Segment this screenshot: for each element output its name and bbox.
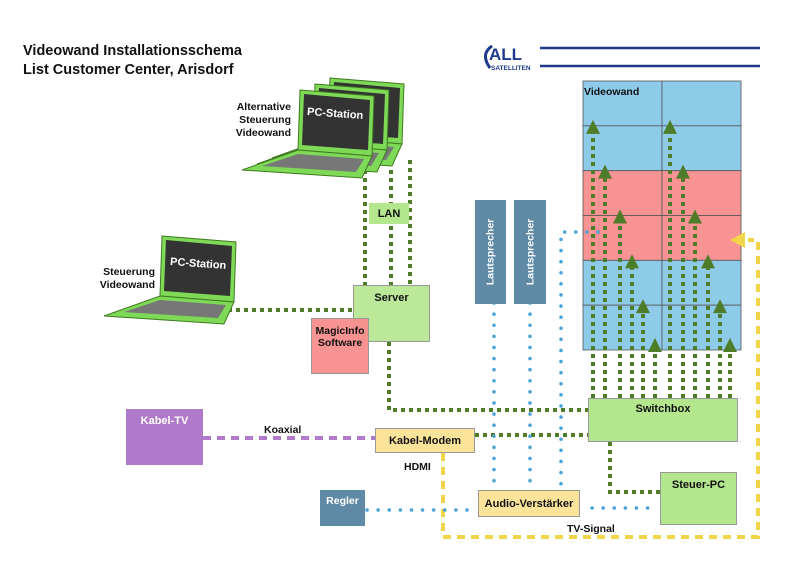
regler-box[interactable]: Regler [320, 490, 365, 526]
server-switchbox-line [387, 342, 588, 412]
wall-arrow-icon [636, 299, 650, 314]
switchbox-text: Switchbox [635, 403, 691, 415]
wall-arrow-icon [688, 209, 702, 224]
laptop-main[interactable] [103, 235, 237, 325]
steuerung-label: Steuerung Videowand [99, 266, 155, 291]
videowall-label: Videowand [584, 86, 640, 98]
videowall-grid [582, 80, 742, 351]
wall-arrow-icon [723, 338, 737, 352]
wall-arrow-icon [676, 164, 690, 179]
kabel-tv-box[interactable]: Kabel-TV [126, 409, 203, 465]
title-line-2: List Customer Center, Arisdorf [23, 62, 234, 78]
regler-text: Regler [326, 495, 359, 507]
hdmi-label: HDMI [404, 461, 431, 473]
speaker-1[interactable]: Lautsprecher [475, 200, 506, 304]
all-satelliten-logo: ALL SATELLITEN [478, 40, 760, 72]
kabel-modem-text: Kabel-Modem [388, 434, 462, 447]
videowall-tile [661, 170, 742, 216]
lan-text: LAN [377, 207, 401, 220]
videowall-tile [661, 215, 742, 261]
videowall-tile [582, 259, 663, 306]
audio-in-line [559, 230, 600, 502]
koaxial-label: Koaxial [264, 424, 302, 436]
speaker-2-text: Lautsprecher [524, 218, 536, 286]
speaker-1-text: Lautsprecher [484, 218, 497, 286]
laptop-alt-1[interactable] [241, 89, 375, 179]
speaker-2[interactable]: Lautsprecher [514, 200, 546, 304]
switchbox[interactable]: Switchbox [588, 398, 738, 442]
server-text: Server [374, 292, 409, 304]
magicinfo-text: MagicInfo Software [315, 325, 365, 349]
steuer-pc-box[interactable]: Steuer-PC [660, 472, 737, 525]
wall-arrow-icon [586, 119, 600, 134]
wall-arrow-icon [648, 338, 662, 352]
wall-arrow-icon [701, 254, 715, 269]
tv-signal-arrow [730, 232, 745, 248]
audio-verstaerker-text: Audio-Verstärker [484, 497, 574, 510]
svg-text:SATELLITEN: SATELLITEN [491, 65, 531, 72]
videowall-tile [582, 304, 663, 351]
videowall-tile [582, 170, 663, 216]
videowall-tile [582, 125, 663, 172]
lan-label: LAN [369, 203, 409, 224]
wall-arrow-icon [598, 164, 612, 179]
svg-text:ALL: ALL [489, 45, 522, 64]
kabel-modem-box[interactable]: Kabel-Modem [375, 428, 475, 453]
steuer-pc-text: Steuer-PC [671, 479, 726, 491]
videowall-tile [661, 80, 742, 127]
title-line-1: Videowand Installationsschema [23, 43, 242, 59]
audio-verstaerker-box[interactable]: Audio-Verstärker [478, 490, 580, 517]
wall-arrow-icon [625, 254, 639, 269]
alt-steuerung-label: Alternative Steuerung Videowand [235, 101, 291, 139]
switchbox-steuerpc-line [608, 442, 660, 494]
kabel-tv-text: Kabel-TV [140, 415, 189, 427]
tv-signal-line [441, 238, 760, 539]
magicinfo-box[interactable]: MagicInfo Software [311, 318, 369, 374]
videowall-tile [661, 259, 742, 306]
wall-arrow-icon [713, 299, 727, 314]
tv-signal-label: TV-Signal [567, 523, 615, 535]
wall-arrow-icon [663, 119, 677, 134]
wall-arrow-icon [613, 209, 627, 224]
